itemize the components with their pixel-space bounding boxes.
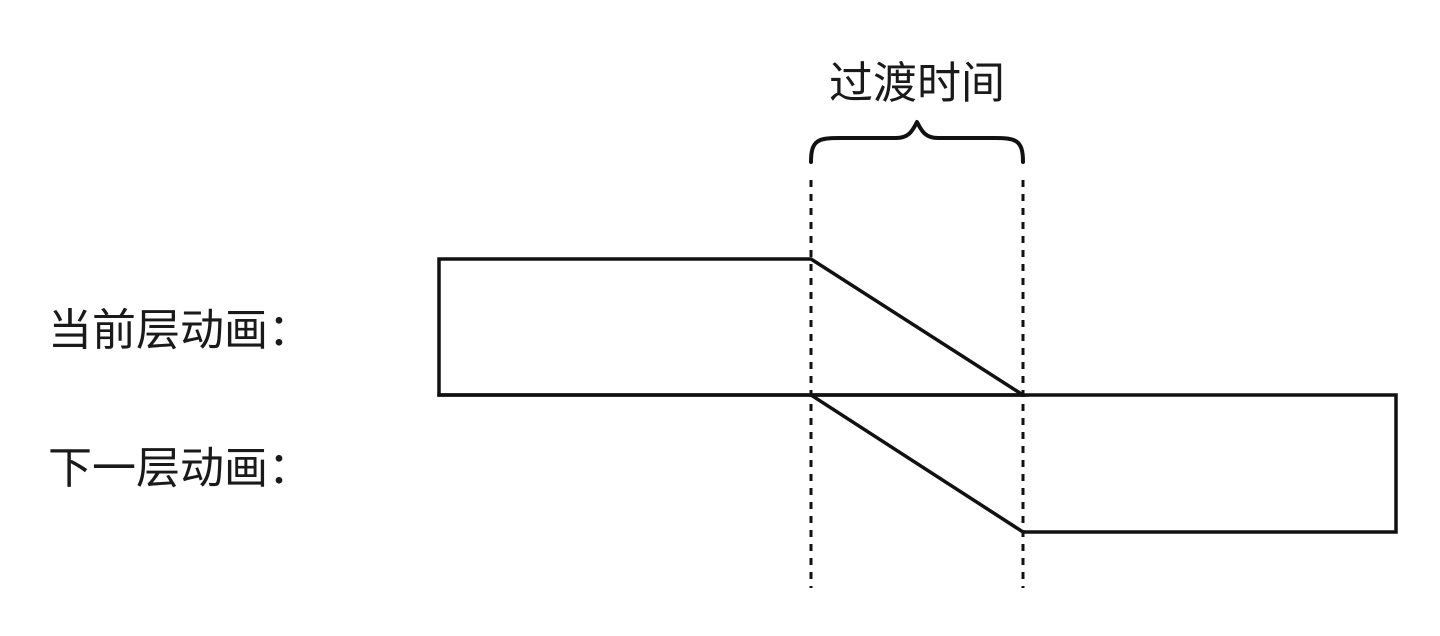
next-layer-weight-shape [437,392,1398,534]
transition-brace [809,120,1025,164]
current-layer-weight-shape [437,257,1029,397]
next-layer-label: 下一层动画： [48,443,312,494]
transition-time-label: 过渡时间 [829,58,1005,109]
current-layer-label: 当前层动画： [48,305,312,356]
